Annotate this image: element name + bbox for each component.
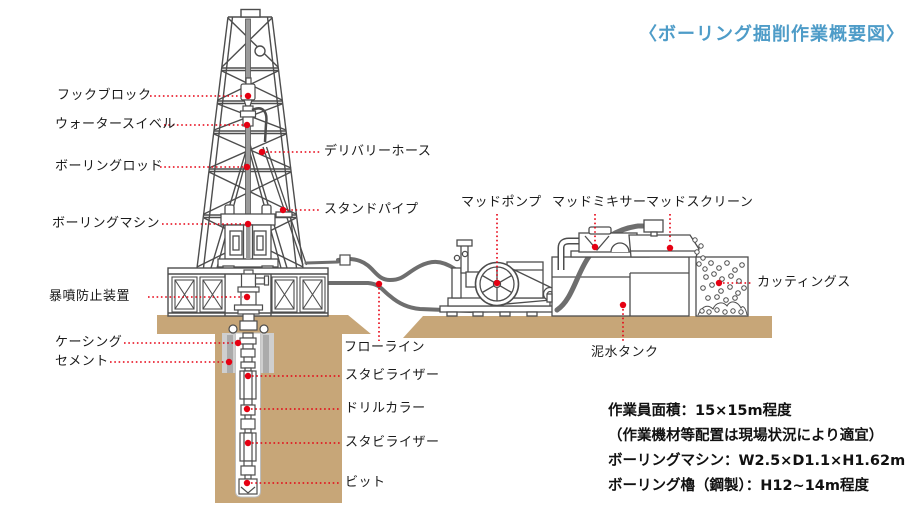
cuttings-container — [692, 237, 749, 317]
kelly-rod-lower — [246, 226, 251, 259]
label-boring-machine: ボーリングマシン — [52, 216, 161, 231]
label-mud-mixer: マッドミキサー — [552, 195, 647, 210]
hook-block — [240, 77, 256, 107]
spec-note-line: （作業機材等配置は現場状況により適宜） — [608, 428, 884, 444]
label-hook-block: フックブロック — [57, 88, 152, 103]
spec-note-line: 作業員面積：15×15m程度 — [608, 403, 792, 419]
label-drill-collar: ドリルカラー — [345, 401, 426, 416]
label-cement: セメント — [55, 354, 109, 369]
label-cuttings: カッティングス — [757, 275, 851, 290]
label-stabilizer-lower: スタビライザー — [345, 435, 440, 450]
leader-lines — [110, 95, 752, 484]
label-mud-screen: マッドスクリーン — [646, 195, 754, 210]
hoses — [304, 257, 555, 314]
label-bit: ビット — [345, 475, 386, 490]
label-delivery-hose: デリバリーホース — [324, 144, 432, 159]
label-boring-rod: ボーリングロッド — [55, 159, 164, 174]
label-casing: ケーシング — [55, 335, 123, 350]
spec-note-line: ボーリング櫓（鋼製）：H12~14m程度 — [608, 478, 869, 494]
spec-note-line: ボーリングマシン：W2.5×D1.1×H1.62m — [608, 453, 906, 469]
diagram-title: 〈ボーリング掘削作業概要図〉 — [639, 24, 905, 45]
label-mud-tank: 泥水タンク — [591, 345, 659, 360]
label-mud-pump: マッドポンプ — [461, 195, 542, 210]
spec-notes: 作業員面積：15×15m程度 （作業機材等配置は現場状況により適宜） ボーリング… — [608, 399, 905, 499]
label-blowout-preventer: 暴噴防止装置 — [49, 289, 131, 304]
water-swivel — [239, 105, 268, 143]
mud-pump-unit — [439, 239, 558, 317]
label-stand-pipe: スタンドパイプ — [324, 202, 419, 217]
standpipe-feed — [304, 260, 340, 265]
hose-fitting — [339, 254, 351, 266]
delivery-hose-run — [336, 257, 457, 283]
mud-tank-unit — [546, 256, 690, 317]
label-stabilizer-upper: スタビライザー — [345, 368, 440, 383]
leader-dots — [225, 92, 723, 487]
drill-string — [239, 332, 257, 480]
screen-feed-hose — [554, 223, 655, 313]
label-water-swivel: ウォータースイベル — [55, 117, 176, 132]
label-flow-line: フローライン — [344, 340, 426, 355]
flow-line-hose — [326, 281, 555, 314]
